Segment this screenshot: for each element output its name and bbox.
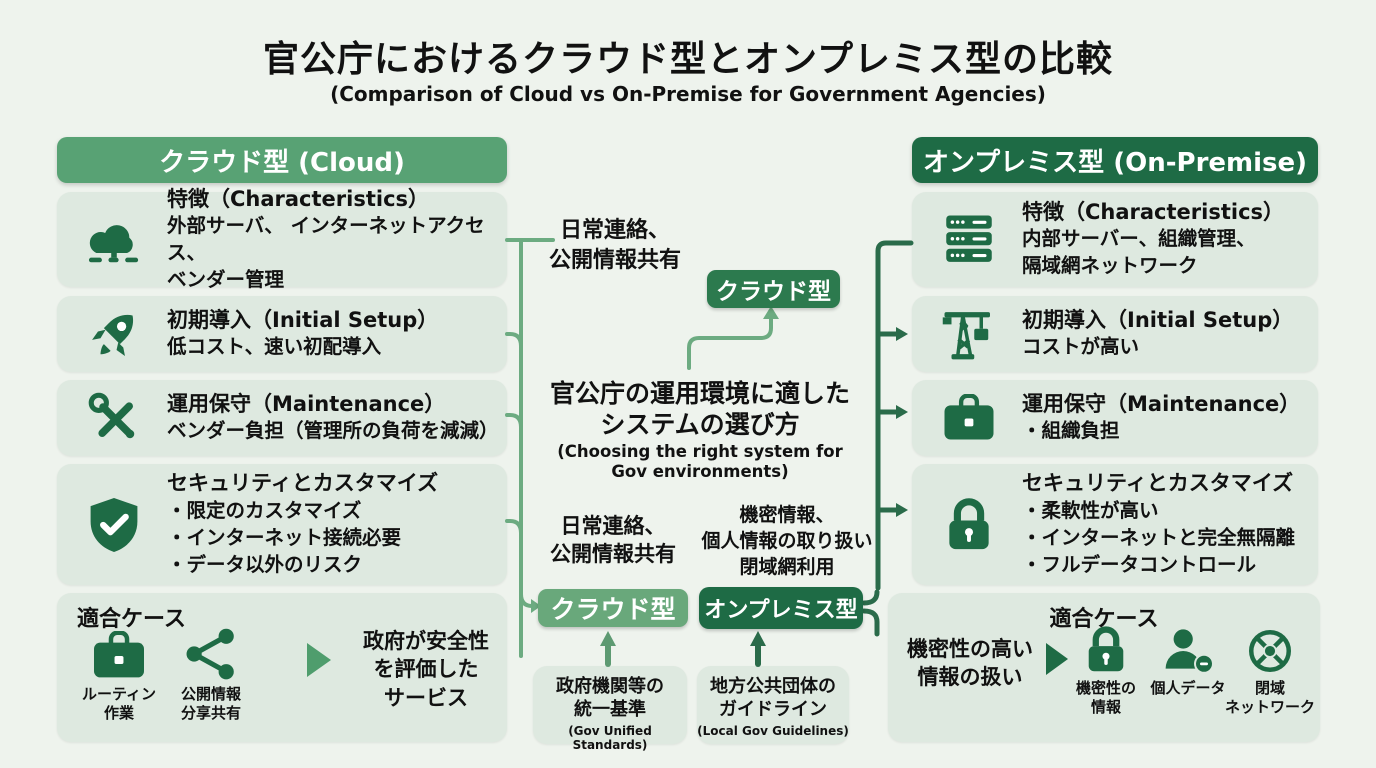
box-title: 特徴（Characteristics）	[167, 186, 430, 211]
arrowhead-icon	[896, 503, 908, 517]
cloud-column-header: クラウド型 (Cloud)	[57, 137, 507, 183]
fit-lead-text: 機密性の高い 情報の扱い	[907, 637, 1033, 690]
box-title: 特徴（Characteristics）	[1022, 199, 1285, 224]
arrowhead-icon	[600, 631, 616, 646]
arrowhead-icon	[896, 405, 908, 419]
source-title: 政府機関等の 統一基準	[556, 676, 664, 721]
box-body: コストが高い	[1022, 335, 1140, 359]
onprem-characteristics-box: 特徴（Characteristics） 内部サーバー、組織管理、 隔域網ネットワ…	[912, 192, 1318, 287]
box-bullet: ・インターネットと完全無隔離	[1022, 525, 1296, 549]
box-title: セキュリティとカスタマイズ	[1022, 471, 1294, 496]
box-body: ベンダー負担（管理所の負荷を減減）	[167, 419, 499, 443]
onprem-security-box: セキュリティとカスタマイズ ・柔軟性が高い ・インターネットと完全無隔離 ・フル…	[912, 464, 1318, 585]
fit-item-label: 公開情報 分享共有	[180, 685, 241, 722]
box-body: 内部サーバー、組織管理、 隔域網ネットワーク	[1022, 227, 1256, 278]
triangle-arrow-icon	[307, 643, 331, 677]
shield-check-icon	[83, 496, 145, 554]
box-bullet: ・限定のカスタマイズ	[167, 498, 362, 522]
source-subtitle: (Gov Unified Standards)	[568, 723, 652, 752]
flow-onprem-condition-label: 機密情報、 個人情報の取り扱い 閉域網利用	[701, 504, 873, 579]
local-gov-guidelines-box: 地方公共団体の ガイドライン (Local Gov Guidelines)	[697, 666, 849, 744]
gov-unified-standards-box: 政府機関等の 統一基準 (Gov Unified Standards)	[533, 666, 687, 752]
page-subtitle: (Comparison of Cloud vs On-Premise for G…	[330, 82, 1046, 106]
box-title: 初期導入（Initial Setup）	[1022, 307, 1294, 332]
box-title: 運用保守（Maintenance）	[167, 391, 446, 416]
box-bullet: ・データ以外のリスク	[167, 552, 363, 576]
share-icon	[167, 627, 255, 681]
onprem-maintenance-box: 運用保守（Maintenance） ・組織負担	[912, 380, 1318, 456]
onprem-initial-setup-box: 初期導入（Initial Setup） コストが高い	[912, 296, 1318, 372]
server-icon	[938, 213, 1000, 267]
arrowhead-icon	[750, 631, 766, 646]
cloud-characteristics-box: 特徴（Characteristics） 外部サーバ、 インターネットアクセス、 …	[57, 187, 507, 291]
fit-item-label: 個人データ	[1150, 679, 1226, 697]
onprem-fit-case-box: 適合ケース 機密性の高い 情報の扱い 機密性の 情報	[888, 593, 1320, 742]
briefcase-icon	[938, 393, 1000, 443]
crane-icon	[938, 306, 1000, 362]
network-icon	[1220, 627, 1320, 675]
center-question-subtitle: (Choosing the right system for Gov envir…	[557, 442, 843, 481]
fit-item-closed-network: 閉域 ネットワーク	[1220, 627, 1320, 717]
box-title: 運用保守（Maintenance）	[1022, 391, 1301, 416]
box-bullet: ・柔軟性が高い	[1022, 498, 1159, 522]
arrowhead-icon	[896, 327, 908, 341]
fit-item-personal-data: 個人データ	[1140, 627, 1236, 698]
triangle-arrow-icon	[1046, 643, 1068, 675]
cloud-icon	[83, 214, 145, 266]
fit-item-routine: ルーティン 作業	[75, 631, 163, 723]
flow-onprem-badge: オンプレミス型	[699, 587, 863, 629]
center-question-title: 官公庁の運用環境に適した システムの選び方	[549, 379, 850, 439]
fit-item-public-share: 公開情報 分享共有	[167, 627, 255, 723]
flow-top-label: 日常連絡、 公開情報共有	[548, 218, 681, 273]
onprem-column-header: オンプレミス型 (On-Premise)	[912, 137, 1318, 183]
lock-icon	[938, 497, 1000, 553]
fit-case-title: 適合ケース	[77, 607, 186, 632]
page-title: 官公庁におけるクラウド型とオンプレミス型の比較	[263, 39, 1113, 80]
box-bullet: ・インターネット接続必要	[167, 525, 402, 549]
fit-item-confidential: 機密性の 情報	[1070, 625, 1142, 717]
fit-item-label: ルーティン 作業	[81, 685, 157, 722]
briefcase-icon	[75, 631, 163, 681]
cloud-initial-setup-box: 初期導入（Initial Setup） 低コスト、速い初配導入	[57, 296, 507, 372]
fit-item-label: 閉域 ネットワーク	[1224, 679, 1315, 716]
source-subtitle: (Local Gov Guidelines)	[697, 723, 849, 738]
tools-icon	[83, 391, 145, 445]
source-title: 地方公共団体の ガイドライン	[710, 676, 836, 721]
person-icon	[1140, 627, 1236, 675]
fit-item-label: 機密性の 情報	[1075, 679, 1136, 716]
box-body: 低コスト、速い初配導入	[167, 335, 382, 359]
cloud-security-box: セキュリティとカスタマイズ ・限定のカスタマイズ ・インターネット接続必要 ・デ…	[57, 464, 507, 585]
fit-result-text: 政府が安全性 を評価した サービス	[363, 629, 489, 710]
flow-cloud-condition-label: 日常連絡、 公開情報共有	[550, 514, 676, 567]
cloud-fit-case-box: 適合ケース ルーティン 作業 公開情報 分享共有	[57, 593, 507, 742]
box-title: 初期導入（Initial Setup）	[167, 307, 439, 332]
lock-icon	[1070, 625, 1142, 675]
flow-cloud-badge: クラウド型	[538, 589, 688, 627]
box-title: セキュリティとカスタマイズ	[167, 471, 439, 496]
rocket-icon	[83, 307, 145, 361]
flow-top-cloud-badge: クラウド型	[707, 270, 840, 308]
box-body: ・組織負担	[1022, 419, 1120, 443]
cloud-maintenance-box: 運用保守（Maintenance） ベンダー負担（管理所の負荷を減減）	[57, 380, 507, 456]
box-bullet: ・フルデータコントロール	[1022, 552, 1257, 576]
box-body: 外部サーバ、 インターネットアクセス、 ベンダー管理	[167, 213, 485, 291]
